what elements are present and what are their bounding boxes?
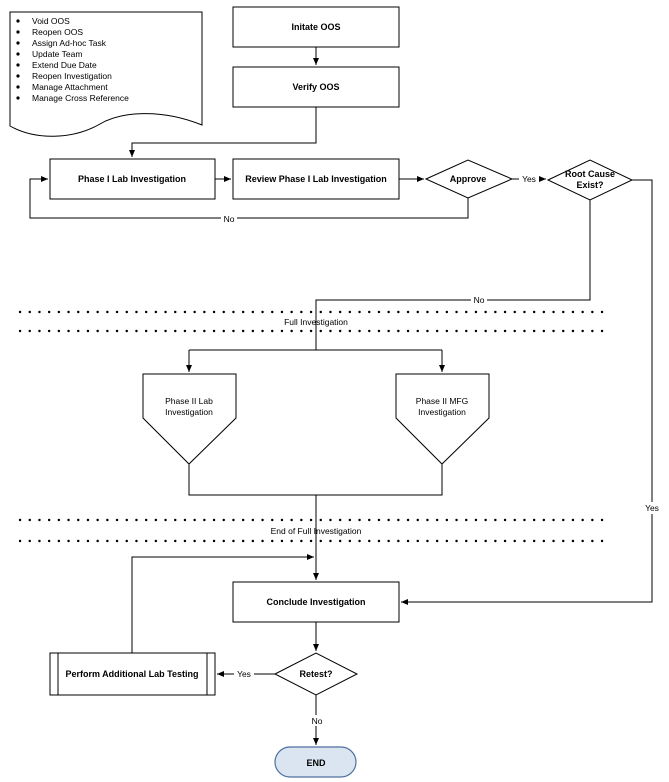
- bullet-icon: [16, 52, 20, 56]
- note-list-item: Void OOS: [32, 16, 70, 26]
- phase2-mfg-investigation-node: Phase II MFG Investigation: [395, 373, 490, 465]
- bullet-icon: [16, 30, 20, 34]
- additional-lab-testing-node: Perform Additional Lab Testing: [49, 652, 216, 696]
- initiate-oos-node: Initate OOS: [232, 6, 400, 48]
- review-phase1-node: Review Phase I Lab Investigation: [232, 158, 400, 200]
- bullet-icon: [16, 63, 20, 67]
- bullet-icon: [16, 85, 20, 89]
- edge-additional-back: [131, 554, 314, 653]
- note-list-item: Assign Ad-hoc Task: [32, 38, 107, 48]
- edge-approve-no-loop: [29, 176, 469, 219]
- edge-labels: No Yes No Yes Yes No: [221, 174, 662, 726]
- initiate-oos-label: Initate OOS: [291, 22, 340, 32]
- approve-label: Approve: [450, 174, 487, 184]
- root-cause-yes-label: Yes: [645, 503, 659, 513]
- review-phase1-label: Review Phase I Lab Investigation: [245, 174, 387, 184]
- phase1-lab-investigation-label: Phase I Lab Investigation: [78, 174, 186, 184]
- retest-yes-label: Yes: [237, 669, 251, 679]
- root-cause-no-label: No: [474, 295, 485, 305]
- full-investigation-separator: Full Investigation: [18, 310, 612, 333]
- root-cause-label-line1: Root Cause: [565, 169, 615, 179]
- phase1-lab-investigation-node: Phase I Lab Investigation: [49, 158, 216, 200]
- verify-oos-node: Verify OOS: [232, 66, 400, 108]
- end-terminator: END: [274, 746, 357, 778]
- note-list-item: Extend Due Date: [32, 60, 97, 70]
- phase2-lab-label-line2: Investigation: [165, 407, 213, 417]
- phase2-lab-label-line1: Phase II Lab: [165, 396, 213, 406]
- bullet-icon: [16, 19, 20, 23]
- edge-lab-join: [188, 464, 443, 496]
- conclude-investigation-node: Conclude Investigation: [232, 581, 400, 623]
- phase2-lab-investigation-node: Phase II Lab Investigation: [142, 373, 237, 465]
- bullet-icon: [16, 96, 20, 100]
- additional-lab-testing-label: Perform Additional Lab Testing: [65, 669, 198, 679]
- retest-no-label: No: [312, 716, 323, 726]
- connectors: [29, 47, 653, 745]
- root-cause-label-line2: Exist?: [576, 180, 603, 190]
- note-list-item: Manage Cross Reference: [32, 93, 129, 103]
- note-list-item: Update Team: [32, 49, 82, 59]
- phase2-mfg-label-line2: Investigation: [418, 407, 466, 417]
- conclude-investigation-label: Conclude Investigation: [266, 597, 365, 607]
- approve-yes-label: Yes: [522, 174, 536, 184]
- approve-no-label: No: [224, 214, 235, 224]
- retest-decision: Retest?: [273, 652, 359, 696]
- note-list-item: Reopen OOS: [32, 27, 83, 37]
- edge-root-no-full: [315, 200, 591, 350]
- note-list-item: Manage Attachment: [32, 82, 108, 92]
- bullet-icon: [16, 41, 20, 45]
- bullet-icon: [16, 74, 20, 78]
- edge-root-yes-conclude: [401, 179, 653, 605]
- edge-verify-phase1: [129, 107, 317, 157]
- end-label: END: [306, 758, 326, 768]
- root-cause-decision: Root Cause Exist?: [546, 159, 634, 201]
- approve-decision: Approve: [424, 159, 514, 199]
- phase2-mfg-label-line1: Phase II MFG: [416, 396, 468, 406]
- end-full-investigation-separator: End of Full Investigation: [18, 518, 612, 543]
- note-list-item: Reopen Investigation: [32, 71, 112, 81]
- verify-oos-label: Verify OOS: [292, 82, 339, 92]
- retest-label: Retest?: [299, 669, 332, 679]
